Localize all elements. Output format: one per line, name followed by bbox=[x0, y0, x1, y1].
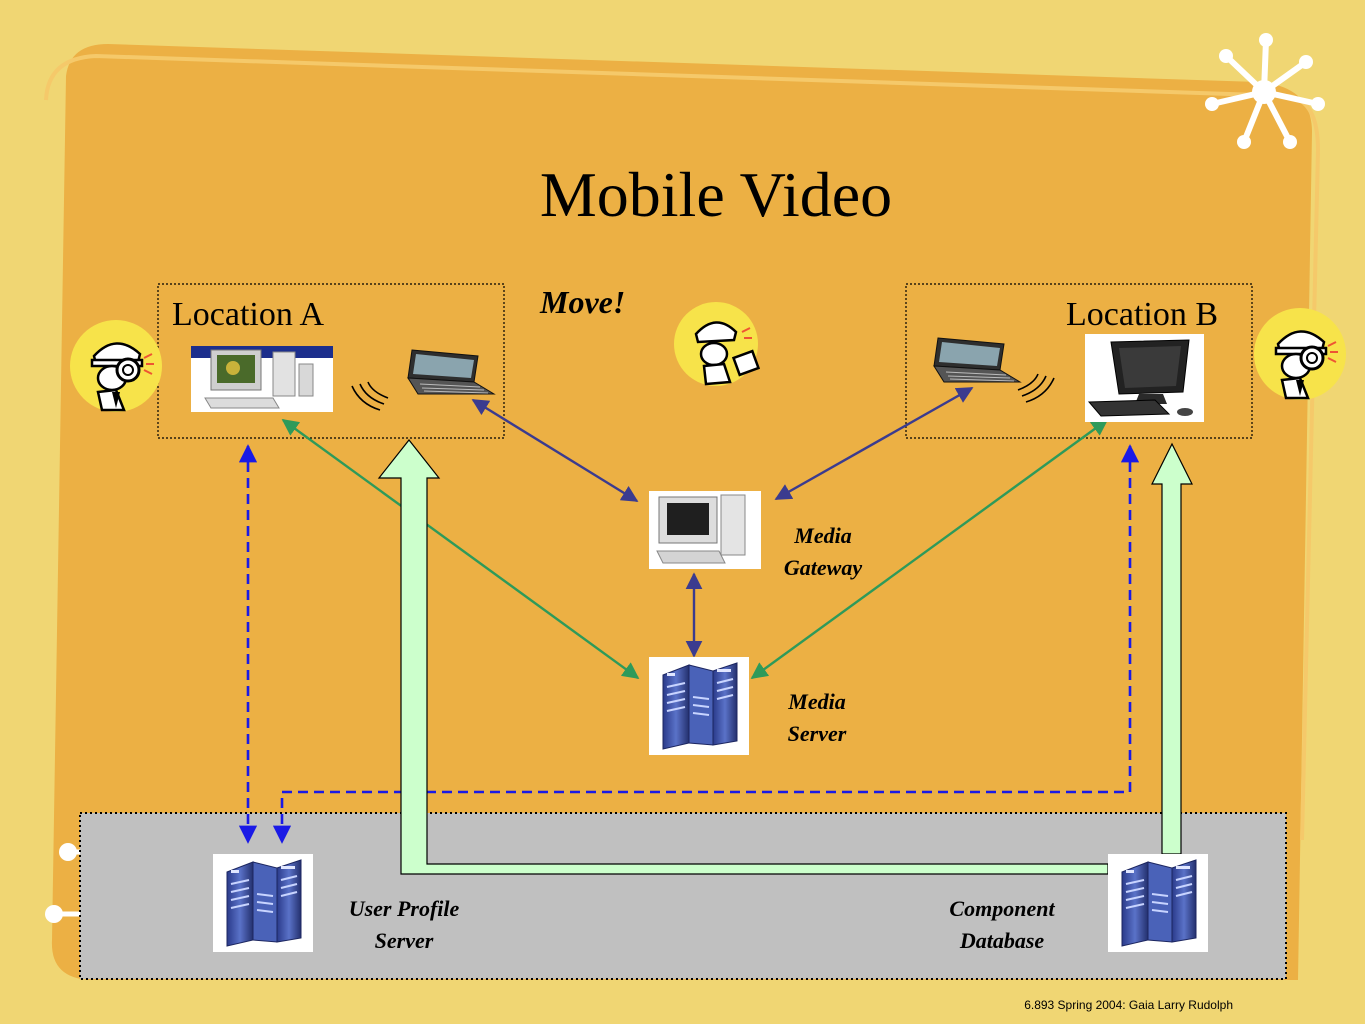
component-arrow-location-b bbox=[1151, 442, 1193, 855]
desktop-pc-icon bbox=[649, 491, 761, 569]
move-label: Move! bbox=[540, 284, 626, 320]
media-gateway-line1: Media bbox=[794, 523, 852, 548]
media-gateway-label: Media Gateway bbox=[768, 520, 878, 584]
link-location-b-profile bbox=[272, 444, 1140, 844]
component-database-line2: Database bbox=[959, 928, 1045, 953]
dot-decoration bbox=[45, 843, 80, 923]
component-database-label: Component Database bbox=[924, 893, 1080, 957]
user-profile-server-line2: Server bbox=[374, 928, 434, 953]
footer-credit: 6.893 Spring 2004: Gaia Larry Rudolph bbox=[1024, 998, 1233, 1012]
component-database-line1: Component bbox=[949, 896, 1055, 921]
media-server-label: Media Server bbox=[762, 686, 872, 750]
server-tower-icon bbox=[648, 656, 750, 756]
slide-title: Mobile Video bbox=[539, 159, 893, 230]
location-a-label: Location A bbox=[172, 296, 325, 333]
media-server-line2: Server bbox=[787, 721, 847, 746]
desktop-pc-icon bbox=[191, 346, 333, 412]
server-tower-icon bbox=[212, 853, 314, 953]
detective-icon bbox=[1252, 306, 1348, 402]
server-tower-icon bbox=[1107, 853, 1209, 953]
walking-detective-icon bbox=[674, 302, 761, 386]
user-profile-server-line1: User Profile bbox=[348, 896, 460, 921]
location-b-label: Location B bbox=[1066, 296, 1219, 333]
media-gateway-line2: Gateway bbox=[783, 555, 863, 580]
detective-icon bbox=[68, 318, 164, 414]
panel-outline bbox=[44, 53, 1321, 841]
media-server-line1: Media bbox=[788, 689, 846, 714]
desktop-pc-icon bbox=[1085, 334, 1204, 422]
user-profile-server-label: User Profile Server bbox=[326, 893, 482, 957]
